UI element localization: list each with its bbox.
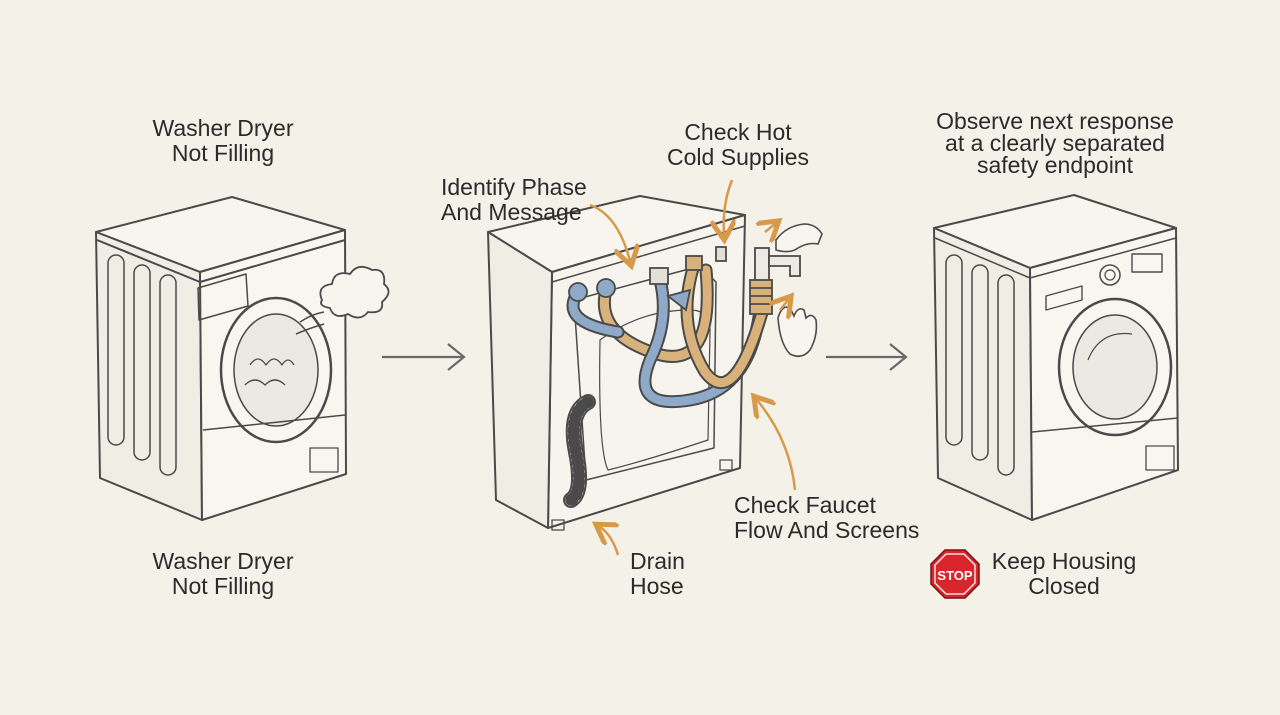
right-arrow-icon <box>826 343 908 371</box>
right-top-title: Observe next response at a clearly separ… <box>920 108 1190 178</box>
callout-check-supplies: Check Hot Cold Supplies <box>658 120 818 170</box>
left-top-title: Washer Dryer Not Filling <box>118 116 328 166</box>
callout-supplies-line-1: Check Hot <box>684 119 792 145</box>
steam-cloud-icon <box>295 265 390 335</box>
left-bottom-title-line-2: Not Filling <box>171 573 275 599</box>
left-bottom-title-line-1: Washer Dryer <box>152 548 294 574</box>
right-top-title-line-3: safety endpoint <box>976 152 1133 178</box>
stop-sign-text: STOP <box>937 568 972 583</box>
hand-icon <box>775 223 823 358</box>
right-bottom-title: Keep Housing Closed <box>986 549 1142 599</box>
callout-identify-line-2: And Message <box>441 199 582 225</box>
right-washer <box>933 194 1179 521</box>
inlet-valves <box>568 246 727 312</box>
callout-arrows <box>589 179 797 556</box>
right-arrow-icon <box>382 343 466 371</box>
callout-drain-line-1: Drain <box>630 548 685 574</box>
callout-supplies-line-2: Cold Supplies <box>667 144 809 170</box>
callout-faucet-line-2: Flow And Screens <box>734 517 920 543</box>
right-bottom-title-line-2: Closed <box>1028 573 1100 599</box>
callout-identify-phase: Identify Phase And Message <box>441 175 587 225</box>
callout-faucet-line-1: Check Faucet <box>734 492 876 518</box>
left-washer <box>95 196 347 521</box>
faucet-icon <box>749 247 801 315</box>
stop-sign-icon: STOP <box>930 549 980 599</box>
left-top-title-line-1: Washer Dryer <box>152 115 294 141</box>
callout-drain-line-2: Hose <box>630 573 684 599</box>
left-bottom-title: Washer Dryer Not Filling <box>118 549 328 599</box>
left-top-title-line-2: Not Filling <box>171 140 275 166</box>
right-bottom-title-line-1: Keep Housing <box>991 548 1137 574</box>
right-top-title-line-2: at a clearly separated <box>945 130 1165 156</box>
callout-check-faucet: Check Faucet Flow And Screens <box>734 493 919 543</box>
right-top-title-line-1: Observe next response <box>936 108 1174 134</box>
callout-identify-line-1: Identify Phase <box>441 174 587 200</box>
callout-drain-hose: Drain Hose <box>630 549 685 599</box>
